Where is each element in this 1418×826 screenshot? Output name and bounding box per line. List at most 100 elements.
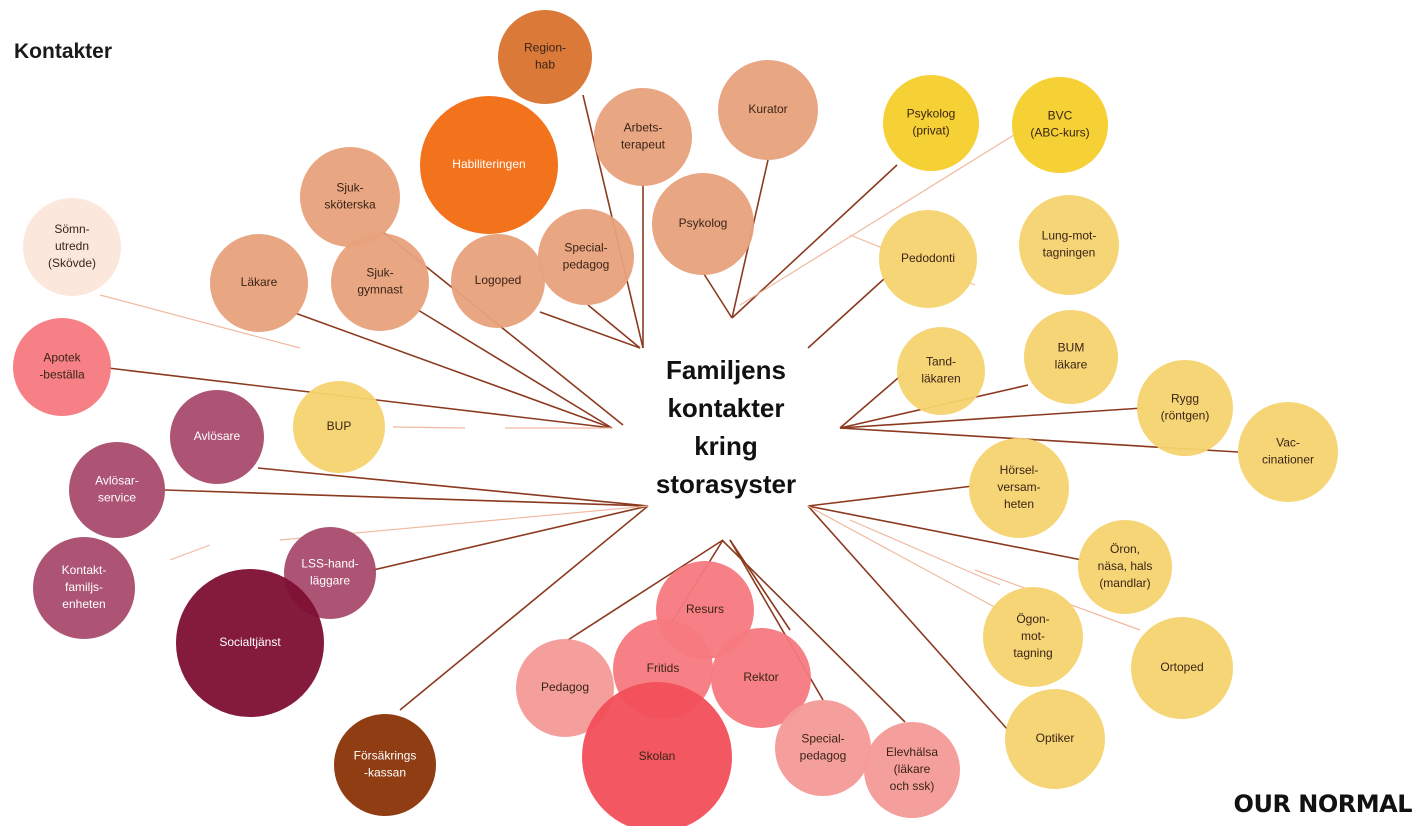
bubble-label: familjs- — [65, 580, 103, 594]
contact-bubble-habiliteringen: Habiliteringen — [420, 96, 558, 234]
bubble-label: Elevhälsa — [886, 745, 938, 759]
connector-line — [739, 124, 1031, 306]
contact-bubble-psykolog_privat: Psykolog(privat) — [883, 75, 979, 171]
contact-bubble-apotek: Apotek-beställa — [13, 318, 111, 416]
contact-bubble-vaccinationer: Vac-cinationer — [1238, 402, 1338, 502]
bubble-label: Pedagog — [541, 680, 589, 694]
bubble-label: Rygg — [1171, 392, 1199, 406]
bubble-circle — [170, 390, 264, 484]
contact-bubble-avlosarservice: Avlösar-service — [69, 442, 165, 538]
contact-bubble-forsakring: Försäkrings-kassan — [334, 714, 436, 816]
brand-logo: OUR NORMAL — [1233, 790, 1413, 818]
page-title: Kontakter — [14, 40, 113, 63]
bubble-circle — [451, 234, 545, 328]
connector-line — [729, 539, 791, 631]
bubble-circle — [331, 233, 429, 331]
contact-bubble-tandlakaren: Tand-läkaren — [897, 327, 985, 415]
bubble-label: Ögon- — [1016, 612, 1049, 626]
contact-bubble-avlosare: Avlösare — [170, 390, 264, 484]
bubble-label: sköterska — [324, 198, 376, 212]
bubble-circle — [718, 60, 818, 160]
connector-line — [392, 426, 466, 429]
bubble-circle — [883, 75, 979, 171]
bubble-circle — [538, 209, 634, 305]
bubble-label: utredn — [55, 239, 89, 253]
bubble-circle — [300, 147, 400, 247]
bubble-label: Habiliteringen — [452, 157, 525, 171]
connector-line — [721, 539, 906, 723]
bubble-label: Hörsel- — [1000, 463, 1039, 477]
center-label-line: storasyster — [656, 469, 796, 499]
bubble-label: Skolan — [639, 749, 676, 763]
connector-line — [399, 505, 649, 711]
bubble-label: Socialtjänst — [219, 635, 281, 649]
bubble-label: Arbets- — [624, 121, 663, 135]
bubble-label: (ABC-kurs) — [1030, 126, 1089, 140]
bubble-circle — [23, 198, 121, 296]
contact-bubble-skolan: Skolan — [582, 682, 732, 826]
connector-line — [99, 294, 301, 349]
bubble-label: heten — [1004, 497, 1034, 511]
bubble-label: Apotek — [43, 351, 81, 365]
bubble-label: Vac- — [1276, 436, 1300, 450]
connector-line — [807, 505, 1009, 731]
contact-bubble-rektor: Rektor — [711, 628, 811, 728]
contact-bubble-sjukgymnast: Sjuk-gymnast — [331, 233, 429, 331]
bubble-label: BUP — [327, 419, 352, 433]
bubble-label: Psykolog — [907, 107, 956, 121]
contact-bubble-kurator: Kurator — [718, 60, 818, 160]
contact-bubble-ogon: Ögon-mot-tagning — [983, 587, 1083, 687]
contact-bubbles: Region-habArbets-terapeutKuratorHabilite… — [13, 10, 1338, 826]
connector-line — [169, 544, 211, 561]
bubble-label: Rektor — [743, 670, 778, 684]
bubble-label: Resurs — [686, 602, 724, 616]
bubble-label: mot- — [1021, 629, 1045, 643]
contact-bubble-lungmottagningen: Lung-mot-tagningen — [1019, 195, 1119, 295]
bubble-circle — [864, 722, 960, 818]
bubble-circle — [210, 234, 308, 332]
bubble-label: Tand- — [926, 355, 956, 369]
contact-bubble-regionhab: Region-hab — [498, 10, 592, 104]
bubble-circle — [1005, 689, 1105, 789]
bubble-circle — [1137, 360, 1233, 456]
connector-line — [849, 519, 1001, 586]
bubble-circle — [1238, 402, 1338, 502]
contact-bubble-kontakt: Kontakt-familjs-enheten — [33, 537, 135, 639]
bubble-circle — [334, 714, 436, 816]
bubble-circle — [293, 381, 385, 473]
bubble-circle — [969, 438, 1069, 538]
bubble-label: läkare — [1055, 358, 1088, 372]
bubble-label: Psykolog — [679, 216, 728, 230]
bubble-label: och ssk) — [890, 779, 935, 793]
connector-line — [567, 539, 724, 641]
bubble-label: tagningen — [1043, 246, 1096, 260]
bubble-circle — [420, 96, 558, 234]
connector-line — [839, 407, 1144, 429]
contact-bubble-horsel: Hörsel-versam-heten — [969, 438, 1069, 538]
connector-line — [417, 309, 613, 429]
bubble-circle — [983, 587, 1083, 687]
bubble-label: (Skövde) — [48, 256, 96, 270]
connector-line — [703, 273, 733, 319]
contact-bubble-somnutredn: Sömn-utredn(Skövde) — [23, 198, 121, 296]
bubble-circle — [1012, 77, 1108, 173]
bubble-label: hab — [535, 58, 555, 72]
bubble-label: Lung-mot- — [1042, 229, 1097, 243]
bubble-label: Fritids — [647, 661, 680, 675]
bubble-circle — [711, 628, 811, 728]
contact-bubble-psykolog: Psykolog — [652, 173, 754, 275]
contact-bubble-optiker: Optiker — [1005, 689, 1105, 789]
connector-line — [839, 371, 906, 429]
bubble-label: Pedodonti — [901, 251, 955, 265]
bubble-label: -kassan — [364, 766, 406, 780]
connector-line — [539, 311, 641, 349]
bubble-label: versam- — [997, 480, 1040, 494]
connector-line — [372, 505, 649, 571]
bubble-label: Special- — [564, 241, 607, 255]
bubble-label: Optiker — [1036, 731, 1075, 745]
center-label-line: kontakter — [667, 393, 784, 423]
contact-bubble-lakare: Läkare — [210, 234, 308, 332]
bubble-label: tagning — [1013, 646, 1052, 660]
contact-bubble-oron: Öron,näsa, hals(mandlar) — [1078, 520, 1172, 614]
